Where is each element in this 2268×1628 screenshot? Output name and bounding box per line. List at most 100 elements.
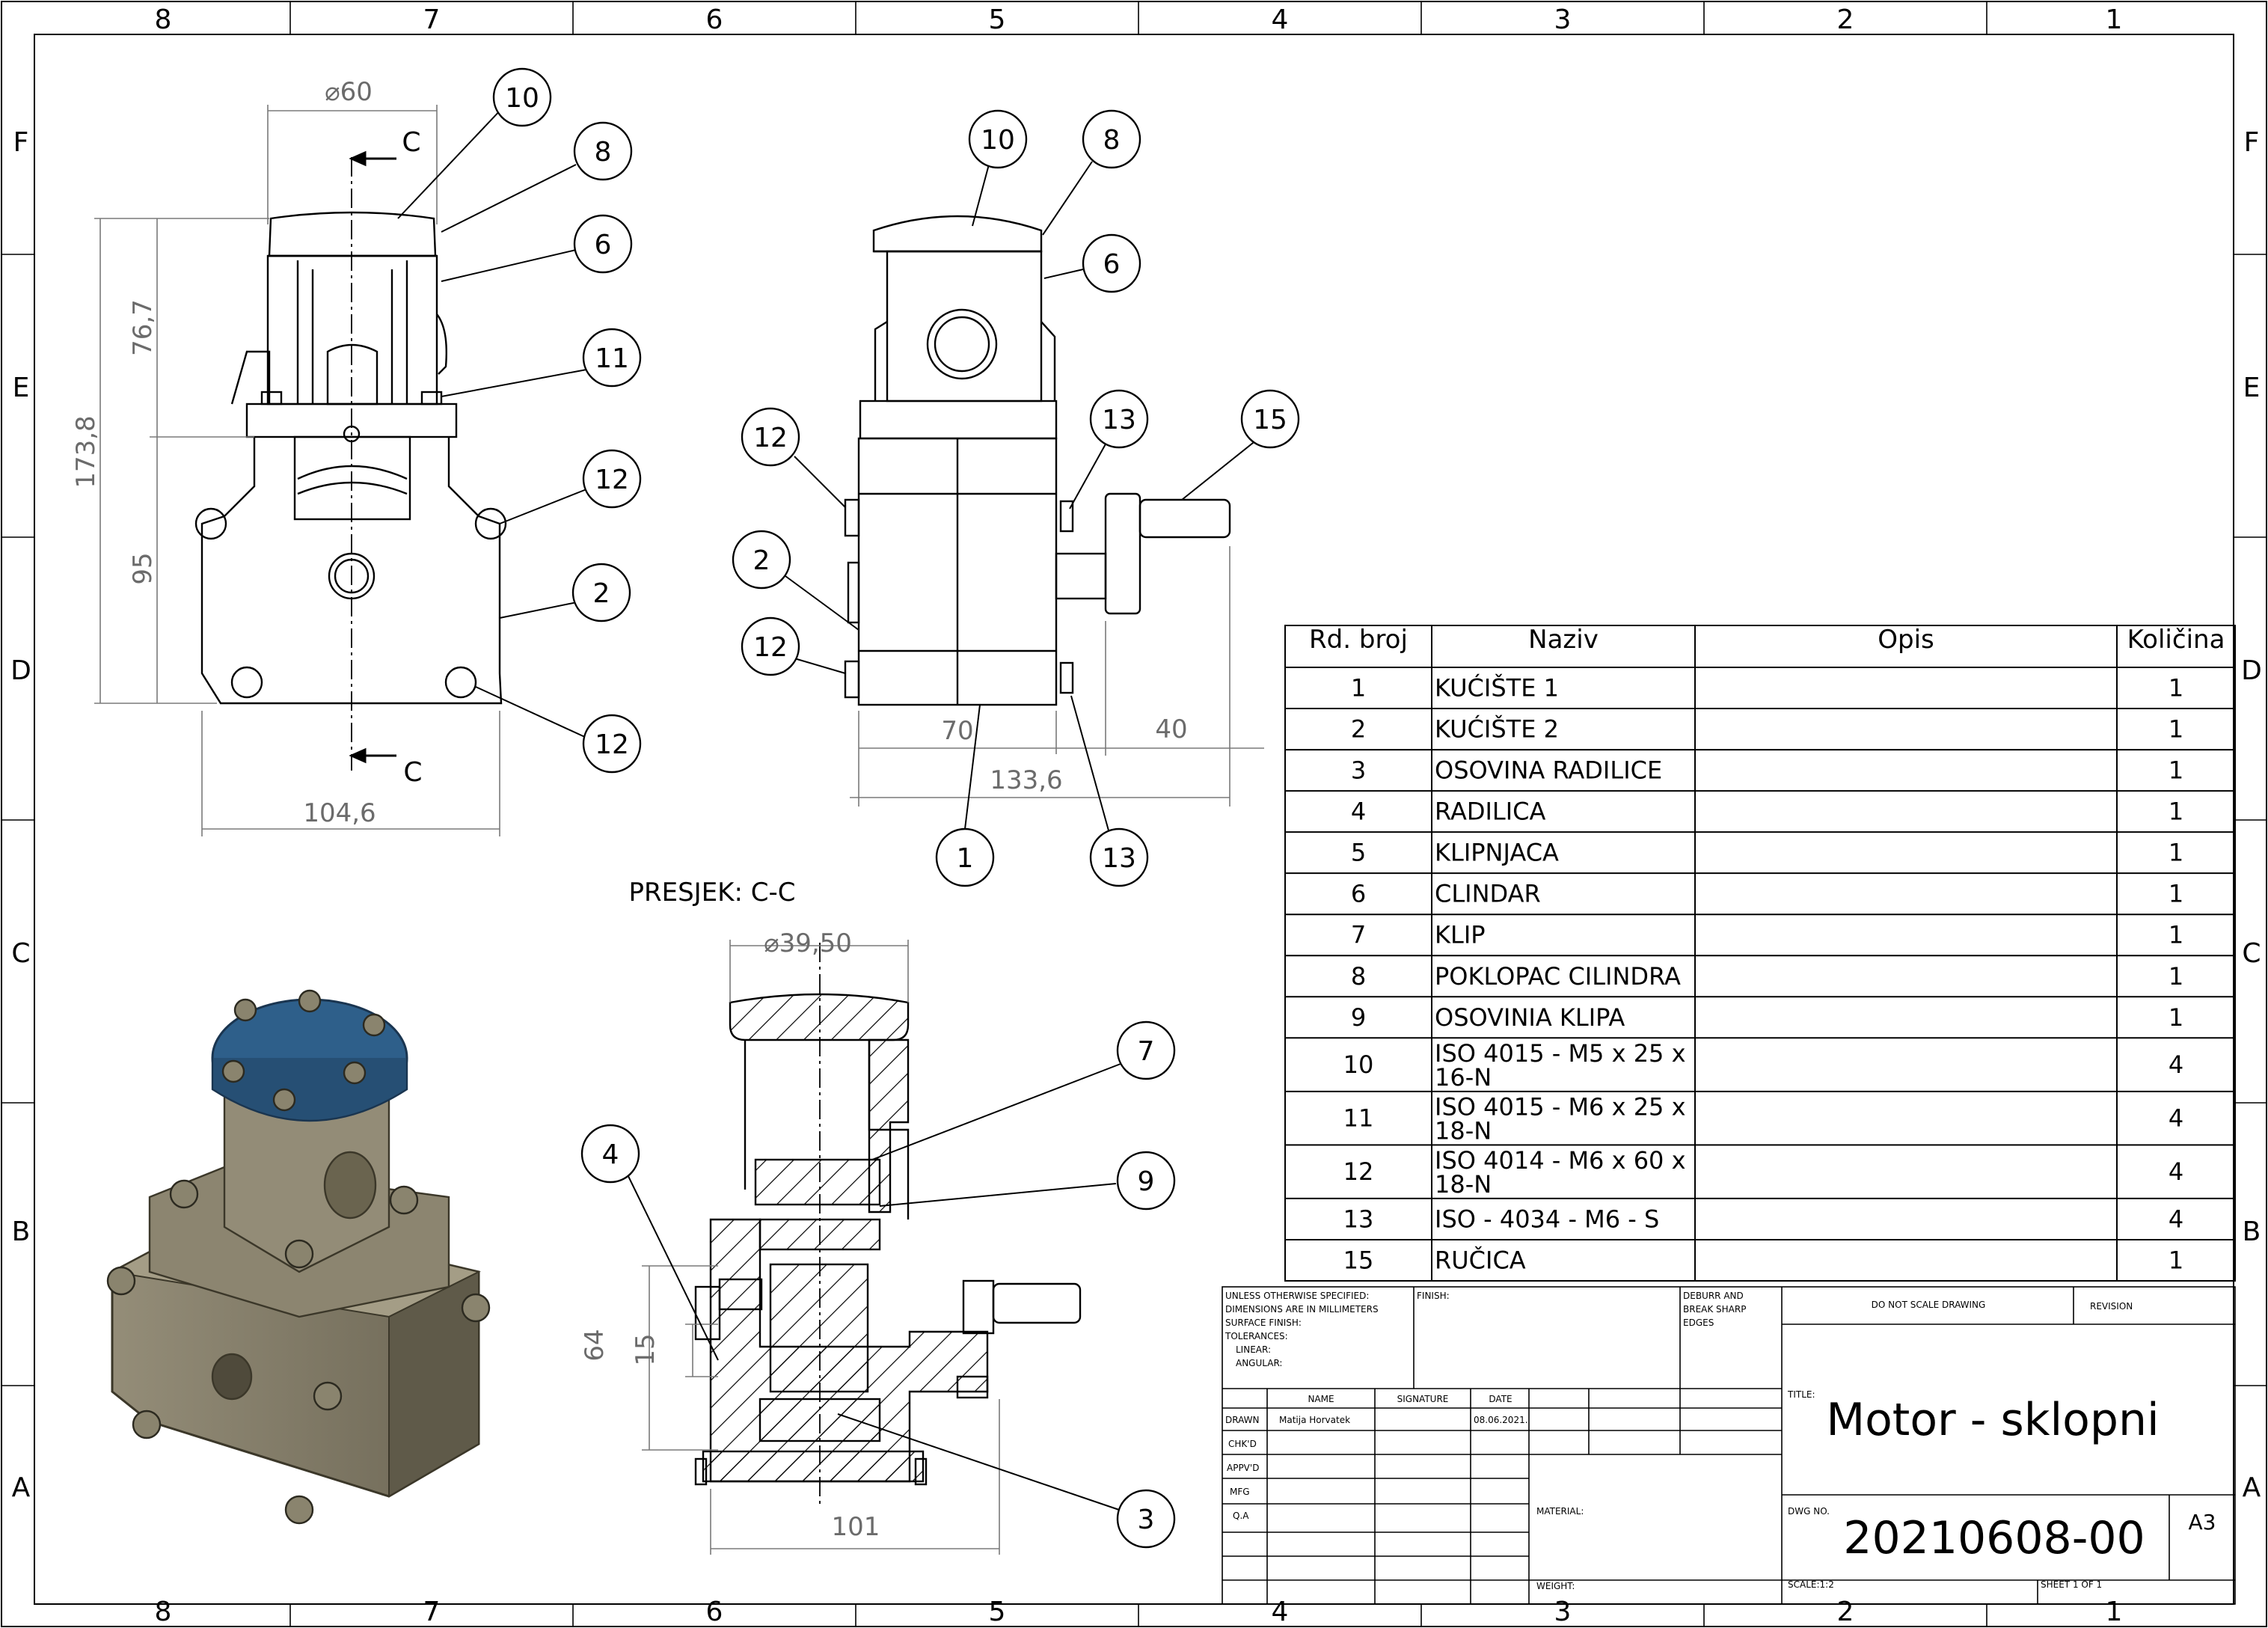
bom-header-desc: Opis [1878, 625, 1934, 655]
dim-front-104-6: 104,6 [303, 798, 376, 828]
balloon-side-2: 2 [732, 530, 791, 590]
balloon-side-15-label: 15 [1253, 405, 1287, 435]
balloon-section-7-label: 7 [1138, 1036, 1155, 1067]
balloon-front-12a-label: 12 [595, 465, 629, 495]
drawing-title: Motor - sklopni [1826, 1394, 2159, 1446]
zone-row-E-left: E [13, 373, 30, 403]
tb-role-mfg: MFG [1230, 1487, 1250, 1497]
tb-deburr-1: BREAK SHARP [1683, 1304, 1746, 1315]
zone-col-2-top: 2 [1837, 4, 1854, 35]
tb-role-drawn: DRAWN [1225, 1415, 1260, 1425]
tb-note-4: LINEAR: [1236, 1344, 1271, 1355]
tb-note-0: UNLESS OTHERWISE SPECIFIED: [1225, 1291, 1369, 1301]
balloon-front-12a: 12 [582, 449, 642, 509]
bom-row-number: 15 [1343, 1246, 1374, 1274]
bom-row-qty: 1 [2169, 798, 2183, 826]
zone-col-7-bottom: 7 [423, 1597, 441, 1627]
zone-col-8-bottom: 8 [155, 1597, 172, 1627]
balloon-front-12b: 12 [582, 714, 642, 774]
bom-row-name: CLINDAR [1435, 880, 1541, 908]
bom-row-qty: 1 [2169, 962, 2183, 991]
bom-row-number: 3 [1351, 756, 1366, 785]
tb-col-signature: SIGNATURE [1397, 1394, 1449, 1404]
balloon-side-12a-label: 12 [753, 423, 788, 453]
bom-row-number: 1 [1351, 674, 1366, 703]
tb-drawn-name: Matija Horvatek [1279, 1415, 1350, 1425]
balloon-section-9-label: 9 [1138, 1166, 1155, 1197]
zone-col-8-top: 8 [155, 4, 172, 35]
bom-row-qty: 4 [2169, 1157, 2183, 1186]
zone-col-3-bottom: 3 [1554, 1597, 1572, 1627]
zone-col-4-bottom: 4 [1272, 1597, 1289, 1627]
bom-row-qty: 1 [2169, 1246, 2183, 1274]
bom-row-number: 11 [1343, 1104, 1374, 1133]
bom-row-qty: 4 [2169, 1205, 2183, 1233]
zone-row-F-left: F [13, 127, 29, 158]
dim-side-133-6: 133,6 [990, 765, 1062, 795]
dim-front-diameter: ⌀60 [325, 77, 373, 107]
bom-row-qty: 1 [2169, 839, 2183, 867]
balloon-front-11-label: 11 [595, 343, 629, 374]
zone-col-1-top: 1 [2106, 4, 2123, 35]
bom-row-number: 13 [1343, 1205, 1374, 1233]
bom-row-number: 8 [1351, 962, 1366, 991]
balloon-section-3: 3 [1116, 1489, 1176, 1549]
section-title: PRESJEK: C-C [628, 878, 795, 908]
balloon-side-12b-label: 12 [753, 632, 788, 663]
balloon-side-1: 1 [935, 827, 995, 887]
balloon-section-4-label: 4 [602, 1139, 619, 1170]
tb-deburr-2: EDGES [1683, 1318, 1714, 1328]
zone-col-3-top: 3 [1554, 4, 1572, 35]
tb-note-5: ANGULAR: [1236, 1358, 1282, 1368]
sheet-size: A3 [2189, 1510, 2216, 1534]
bom-row-qty: 1 [2169, 1003, 2183, 1032]
tb-dwg-label: DWG NO. [1788, 1506, 1830, 1517]
balloon-side-10: 10 [968, 109, 1028, 169]
tb-note-2: SURFACE FINISH: [1225, 1318, 1302, 1328]
balloon-side-13a: 13 [1089, 389, 1149, 449]
bom-row-name: POKLOPAC CILINDRA [1435, 962, 1681, 991]
zone-col-2-bottom: 2 [1837, 1597, 1854, 1627]
dim-side-40: 40 [1155, 714, 1187, 744]
section-view: PRESJEK: C-C ⌀39,50 64 15 101 [580, 878, 1176, 1555]
bom-row-number: 4 [1351, 798, 1366, 826]
bom-row-name: KLIPNJACA [1435, 839, 1559, 867]
tb-note-3: TOLERANCES: [1225, 1331, 1288, 1341]
zone-row-F-right: F [2244, 127, 2260, 158]
balloon-section-4: 4 [580, 1124, 640, 1184]
tb-note-1: DIMENSIONS ARE IN MILLIMETERS [1225, 1304, 1379, 1315]
bom-row-qty: 1 [2169, 674, 2183, 703]
balloon-front-8-label: 8 [595, 137, 612, 168]
tb-title-label: TITLE: [1787, 1389, 1815, 1400]
balloon-side-15: 15 [1240, 389, 1300, 449]
dim-front-173-8: 173,8 [71, 415, 101, 488]
bom-row-number: 7 [1351, 921, 1366, 949]
balloon-front-8: 8 [573, 121, 633, 181]
balloon-front-11: 11 [582, 328, 642, 388]
balloon-side-13a-label: 13 [1102, 405, 1136, 435]
bom-row-number: 6 [1351, 880, 1366, 908]
bom-row-number: 12 [1343, 1157, 1374, 1186]
section-mark-c-top: C [402, 127, 420, 158]
dim-section-101: 101 [832, 1512, 880, 1542]
bom-row-qty: 4 [2169, 1050, 2183, 1079]
zone-row-A-left: A [12, 1472, 31, 1503]
tb-col-name: NAME [1308, 1394, 1334, 1404]
dim-front-76-7: 76,7 [128, 299, 158, 356]
tb-col-date: DATE [1489, 1394, 1512, 1404]
bom-row-name: KUĆIŠTE 2 [1435, 714, 1559, 744]
zone-row-C-right: C [2242, 938, 2261, 969]
isometric-view [106, 989, 491, 1525]
tb-material: MATERIAL: [1536, 1506, 1584, 1517]
tb-scale: SCALE:1:2 [1788, 1579, 1834, 1590]
balloon-front-2-label: 2 [593, 578, 610, 609]
dim-section-64: 64 [580, 1329, 610, 1361]
bom-row-number: 9 [1351, 1003, 1366, 1032]
balloon-front-6: 6 [573, 214, 633, 274]
balloon-side-8: 8 [1082, 109, 1141, 169]
tb-weight: WEIGHT: [1536, 1581, 1575, 1591]
